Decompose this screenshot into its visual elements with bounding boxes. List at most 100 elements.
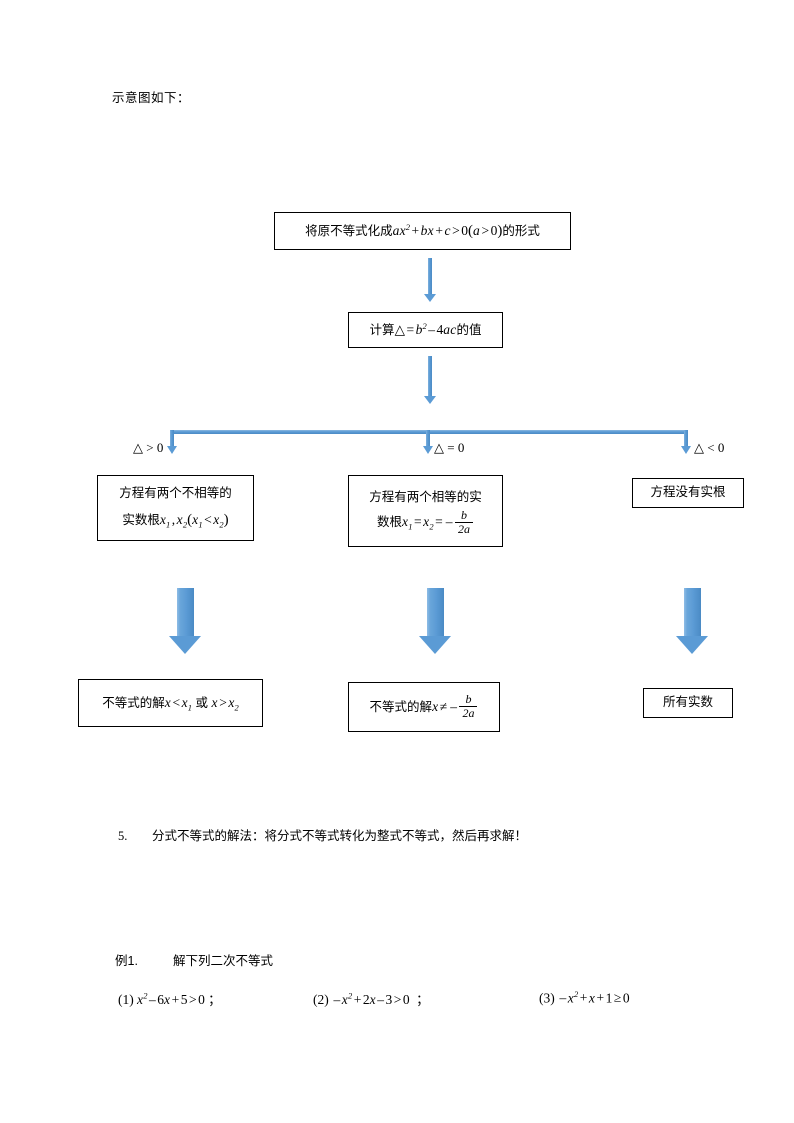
case-left-cx2: x (213, 511, 220, 527)
problem-2-tail: ； (416, 992, 430, 1007)
arrow-shaft (428, 258, 432, 294)
problem-1-index: (1) (118, 992, 134, 1007)
branch-drop-left (170, 430, 174, 448)
problem-2-minus: – (377, 992, 385, 1007)
step1-plus1: + (411, 222, 420, 238)
note-item-5-number: 5. (118, 829, 128, 843)
problem-3-zero: 0 (622, 990, 630, 1006)
case-left-line1: 方程有两个不相等的 (119, 485, 232, 500)
step2-minus: – (428, 322, 436, 338)
case-left-x2: x (176, 511, 183, 527)
problem-2-const: 3 (385, 992, 393, 1007)
note-item-5-text: 分式不等式的解法：将分式不等式转化为整式不等式，然后再求解！ (152, 829, 528, 843)
example-heading: 例1.解下列二次不等式 (115, 950, 273, 969)
result-left-lt: < (172, 695, 181, 711)
step2-ac: ac (443, 322, 457, 338)
step1-c: c (444, 222, 451, 238)
step1-suffix: 的形式 (502, 223, 540, 238)
problem-1-plus: + (171, 992, 180, 1007)
case-middle-x2: x (423, 514, 430, 530)
case-middle-x1: x (402, 514, 409, 530)
problem-1-minus: – (148, 992, 156, 1007)
step2-b: b (415, 322, 423, 338)
flow-box-case-right: 方程没有实根 (632, 478, 744, 508)
result-left-x2: x (228, 695, 235, 711)
arrow-step2-to-branch (410, 356, 450, 408)
arrow-head-icon (419, 636, 451, 654)
branch-drop-middle (426, 430, 430, 448)
branch-label-left: △ > 0 (133, 440, 164, 455)
step1-zero: 0 (461, 222, 469, 238)
result-middle-prefix: 不等式的解 (369, 699, 433, 714)
problem-3-plus: + (579, 990, 588, 1006)
case-left-comma: , (171, 511, 176, 527)
case-left-x1: x (159, 511, 167, 527)
case-left-line2-prefix: 实数根 (122, 512, 160, 527)
problem-1-var: x (163, 992, 171, 1007)
step1-b: b (420, 222, 428, 238)
problem-3-x: x (567, 990, 574, 1006)
branch-label-middle: △ = 0 (434, 440, 465, 455)
case-middle-eq2: = (435, 514, 443, 530)
step2-exp: 2 (422, 320, 427, 331)
note-item-5: 5. 分式不等式的解法：将分式不等式转化为整式不等式，然后再求解！ (118, 825, 527, 844)
case-middle-line2-prefix: 数根 (377, 515, 403, 530)
problem-2-x: x (341, 992, 348, 1007)
arrow-shaft (428, 356, 432, 398)
case-middle-eq1: = (414, 514, 422, 530)
case-left-lt: < (204, 511, 212, 527)
step2-eq: = (406, 322, 415, 338)
case-left-cx1: x (192, 511, 199, 527)
result-middle-minus: – (450, 698, 457, 714)
block-arrow-middle (410, 588, 460, 654)
fraction-denominator: 2a (459, 705, 478, 720)
step1-a2: a (473, 222, 480, 238)
arrow-head-icon (169, 636, 201, 654)
step2-prefix: 计算 (369, 323, 395, 338)
arrow-stem (426, 588, 444, 636)
step2-delta: △ (394, 322, 405, 338)
fraction-numerator: b (460, 508, 467, 523)
flow-box-result-left: 不等式的解x<x1 或 x>x2 (78, 679, 263, 727)
step1-a: a (392, 222, 400, 238)
fraction-denominator: 2a (454, 521, 473, 536)
fraction-numerator: b (465, 692, 472, 707)
arrow-head-icon (676, 636, 708, 654)
case-left-cx2-sub: 2 (219, 519, 224, 530)
case-left-cx1-sub: 1 (198, 519, 203, 530)
case-left-x1-sub: 1 (166, 519, 171, 530)
flow-box-step2: 计算△=b2–4ac的值 (348, 312, 503, 348)
problem-2-rel: > (393, 992, 402, 1007)
step1-exp: 2 (405, 221, 411, 232)
result-middle-x: x (432, 698, 439, 714)
branch-arrow-head-right-icon (681, 446, 691, 454)
problem-1: (1) x2–6x+5>0 ； (118, 989, 221, 1008)
step1-zero2: 0 (490, 222, 498, 238)
problem-2: (2) –x2+2x–3>0 ； (313, 989, 429, 1008)
result-left-conj: 或 (195, 696, 209, 711)
problem-3-plus2: + (596, 990, 605, 1006)
problem-1-tail: ； (208, 992, 222, 1007)
case-left-x2-sub: 2 (182, 519, 188, 530)
result-left-xb: x (211, 695, 218, 711)
step2-four: 4 (436, 322, 444, 338)
problem-3: (3) –x2+x+1≥0 (539, 989, 630, 1006)
problem-2-exp: 2 (347, 990, 353, 1001)
block-arrow-right (667, 588, 717, 654)
case-left-paren-close: ) (223, 511, 229, 528)
result-middle-neq: ≠ (439, 698, 448, 714)
step1-paren-open: ( (468, 222, 474, 239)
branch-arrow-head-middle-icon (423, 446, 433, 454)
result-left-x: x (164, 695, 171, 711)
case-middle-minus: – (445, 514, 453, 530)
problem-3-const: 1 (605, 990, 613, 1006)
result-left-prefix: 不等式的解 (102, 696, 165, 711)
arrow-step1-to-step2 (410, 258, 450, 304)
case-middle-x1-sub: 1 (408, 521, 413, 532)
